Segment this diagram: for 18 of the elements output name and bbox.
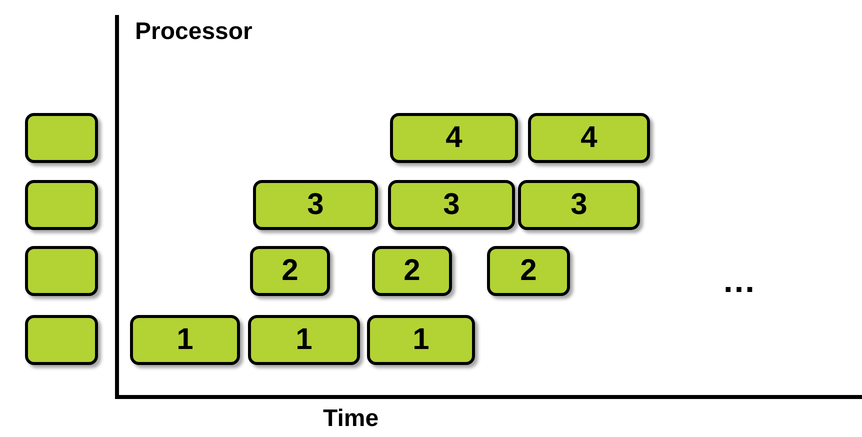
task-block: 3 — [388, 180, 515, 230]
task-block: 2 — [250, 246, 330, 296]
processor-box — [25, 113, 98, 163]
processor-box — [25, 315, 98, 365]
axis-label: Processor — [135, 18, 252, 46]
task-block: 1 — [367, 315, 475, 365]
processor-box — [25, 180, 98, 230]
ellipsis: … — [722, 262, 756, 301]
task-block: 1 — [130, 315, 240, 365]
task-block: 4 — [528, 113, 650, 163]
task-block: 2 — [487, 246, 570, 296]
processor-box — [25, 246, 98, 296]
task-block: 3 — [253, 180, 378, 230]
axis-label: Time — [323, 405, 379, 433]
task-block: 2 — [372, 246, 452, 296]
task-block: 3 — [518, 180, 640, 230]
task-block: 1 — [248, 315, 360, 365]
task-block: 4 — [390, 113, 518, 163]
